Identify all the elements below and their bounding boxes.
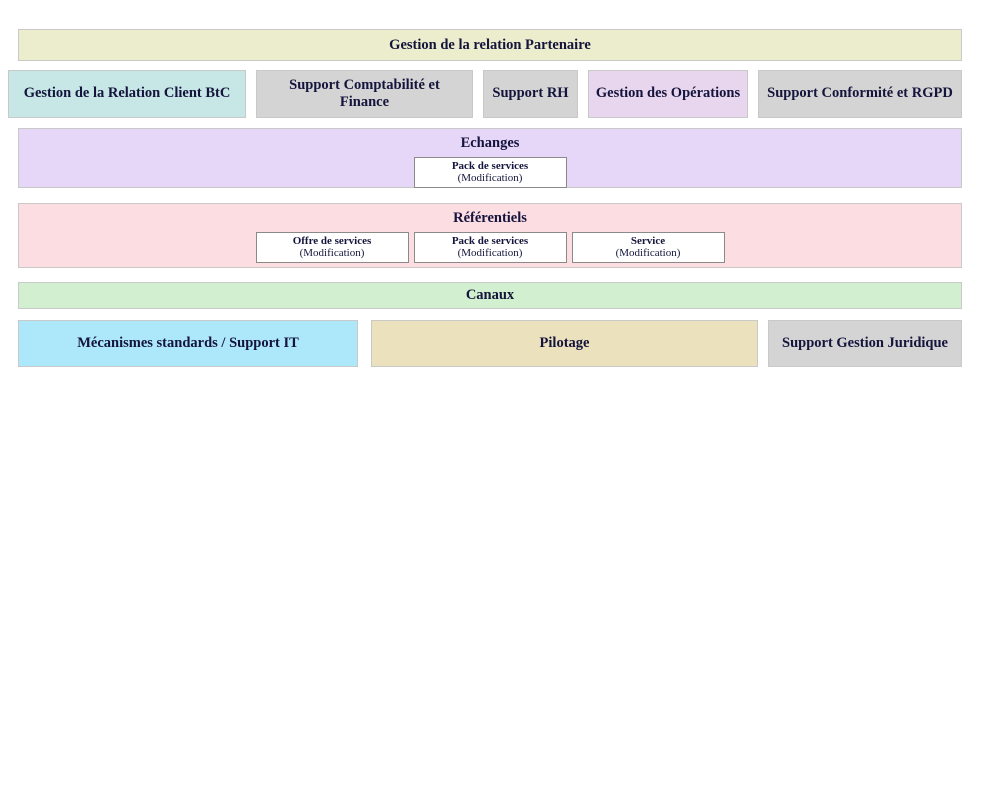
tile-gestion-relation-client-btc[interactable]: Gestion de la Relation Client BtC bbox=[8, 70, 246, 118]
band-title-canaux: Canaux bbox=[465, 287, 515, 304]
referentiels-card-row: Offre de services (Modification) Pack de… bbox=[255, 231, 725, 263]
band-title-referentiels: Référentiels bbox=[453, 210, 527, 226]
tile-label-mecanismes-standards-support-it: Mécanismes standards / Support IT bbox=[77, 334, 299, 351]
tile-gestion-des-operations[interactable]: Gestion des Opérations bbox=[588, 70, 748, 118]
card-subtitle-pack-de-services: (Modification) bbox=[457, 172, 523, 185]
card-title-pack-de-services-referentiels: Pack de services bbox=[451, 234, 529, 247]
tile-label-pilotage: Pilotage bbox=[539, 334, 590, 351]
band-title-echanges: Echanges bbox=[460, 135, 520, 151]
tile-label-support-rh: Support RH bbox=[492, 85, 569, 102]
tile-support-gestion-juridique[interactable]: Support Gestion Juridique bbox=[768, 320, 962, 367]
tile-pilotage[interactable]: Pilotage bbox=[371, 320, 758, 367]
tile-label-gestion-des-operations: Gestion des Opérations bbox=[595, 85, 741, 102]
tile-label-support-comptabilite-finance: Support Comptabilité et Finance bbox=[289, 76, 440, 110]
tile-label-gestion-relation-client-btc: Gestion de la Relation Client BtC bbox=[23, 85, 231, 102]
card-subtitle-pack-de-services-referentiels: (Modification) bbox=[457, 247, 523, 260]
tile-support-rh[interactable]: Support RH bbox=[483, 70, 578, 118]
card-pack-de-services-referentiels[interactable]: Pack de services (Modification) bbox=[413, 231, 567, 263]
card-service[interactable]: Service (Modification) bbox=[571, 231, 725, 263]
card-offre-de-services[interactable]: Offre de services (Modification) bbox=[255, 231, 409, 263]
tile-mecanismes-standards-support-it[interactable]: Mécanismes standards / Support IT bbox=[18, 320, 358, 367]
band-echanges[interactable]: Echanges Pack de services (Modification) bbox=[18, 128, 962, 188]
card-subtitle-service: (Modification) bbox=[615, 247, 681, 260]
echanges-card-row: Pack de services (Modification) bbox=[413, 156, 567, 188]
band-referentiels[interactable]: Référentiels Offre de services (Modifica… bbox=[18, 203, 962, 268]
tile-support-conformite-rgpd[interactable]: Support Conformité et RGPD bbox=[758, 70, 962, 118]
card-subtitle-offre-de-services: (Modification) bbox=[299, 247, 365, 260]
card-title-offre-de-services: Offre de services bbox=[292, 234, 372, 247]
tile-support-comptabilite-finance[interactable]: Support Comptabilité et Finance bbox=[256, 70, 473, 118]
card-pack-de-services-echanges[interactable]: Pack de services (Modification) bbox=[413, 156, 567, 188]
band-gestion-relation-partenaire[interactable]: Gestion de la relation Partenaire bbox=[18, 29, 962, 61]
tile-label-support-conformite-rgpd: Support Conformité et RGPD bbox=[767, 85, 953, 102]
card-title-pack-de-services: Pack de services bbox=[451, 159, 529, 172]
band-title-partenaire: Gestion de la relation Partenaire bbox=[389, 36, 591, 53]
tile-label-support-gestion-juridique: Support Gestion Juridique bbox=[782, 334, 948, 351]
card-title-service: Service bbox=[630, 234, 666, 247]
band-canaux[interactable]: Canaux bbox=[18, 282, 962, 309]
